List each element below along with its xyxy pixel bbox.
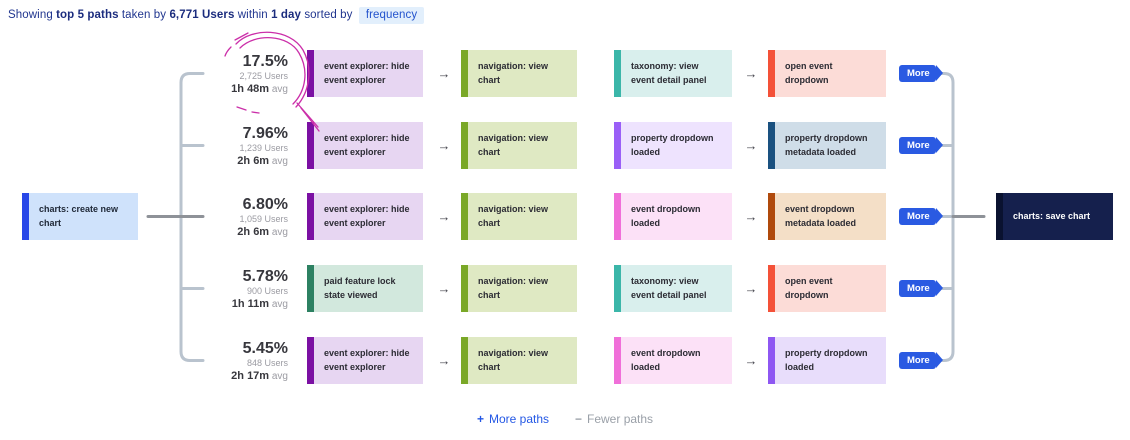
event-node[interactable]: open event dropdown: [768, 50, 886, 97]
path-row: 6.80% 1,059 Users 2h 6m avg event explor…: [0, 193, 1130, 240]
event-node[interactable]: open event dropdown: [768, 265, 886, 312]
path-users: 2,725 Users: [239, 71, 288, 82]
event-node[interactable]: event dropdown loaded: [614, 193, 732, 240]
path-avg-time: 2h 6m avg: [237, 225, 288, 238]
summary-user-count: 6,771 Users: [169, 9, 235, 21]
event-node[interactable]: event explorer: hide event explorer: [307, 193, 423, 240]
event-node[interactable]: event explorer: hide event explorer: [307, 337, 423, 384]
path-avg-time: 1h 11m avg: [231, 297, 288, 310]
more-button[interactable]: More: [899, 137, 943, 154]
end-node-label: charts: save chart: [1013, 210, 1091, 221]
path-row: 5.45% 848 Users 2h 17m avg event explore…: [0, 337, 1130, 384]
event-node[interactable]: event dropdown metadata loaded: [768, 193, 886, 240]
event-node[interactable]: event dropdown loaded: [614, 337, 732, 384]
arrow-icon: →: [744, 353, 758, 368]
event-node[interactable]: taxonomy: view event detail panel: [614, 265, 732, 312]
arrow-icon: →: [744, 281, 758, 296]
arrow-icon: →: [744, 138, 758, 153]
event-node[interactable]: property dropdown loaded: [614, 122, 732, 169]
path-stats: 7.96% 1,239 Users 2h 6m avg: [158, 125, 288, 168]
path-percent: 17.5%: [242, 53, 288, 70]
summary-bar: Showing top 5 paths taken by 6,771 Users…: [8, 7, 425, 24]
path-stats: 17.5% 2,725 Users 1h 48m avg: [158, 53, 288, 96]
start-node-label: charts: create new chart: [39, 204, 119, 228]
path-stats: 5.45% 848 Users 2h 17m avg: [158, 340, 288, 383]
plus-icon: +: [476, 412, 484, 426]
end-event-node[interactable]: charts: save chart: [996, 193, 1113, 240]
summary-text: Showing: [8, 9, 53, 21]
event-node[interactable]: navigation: view chart: [461, 265, 577, 312]
event-node[interactable]: navigation: view chart: [461, 122, 577, 169]
event-node[interactable]: property dropdown metadata loaded: [768, 122, 886, 169]
arrow-icon: →: [744, 66, 758, 81]
arrow-icon: →: [437, 138, 451, 153]
fewer-paths-button[interactable]: −Fewer paths: [575, 412, 654, 426]
arrow-icon: →: [437, 209, 451, 224]
path-percent: 5.45%: [242, 340, 288, 357]
path-row: 7.96% 1,239 Users 2h 6m avg event explor…: [0, 122, 1130, 169]
path-row: 17.5% 2,725 Users 1h 48m avg event explo…: [0, 50, 1130, 97]
path-stats: 6.80% 1,059 Users 2h 6m avg: [158, 196, 288, 239]
event-node[interactable]: navigation: view chart: [461, 50, 577, 97]
path-percent: 5.78%: [242, 268, 288, 285]
path-users: 848 Users: [246, 358, 288, 369]
event-node[interactable]: event explorer: hide event explorer: [307, 50, 423, 97]
path-users: 900 Users: [246, 286, 288, 297]
path-avg-time: 1h 48m avg: [231, 82, 288, 95]
arrow-icon: →: [437, 281, 451, 296]
more-button[interactable]: More: [899, 280, 943, 297]
path-avg-time: 2h 17m avg: [231, 369, 288, 382]
path-row: 5.78% 900 Users 1h 11m avg paid feature …: [0, 265, 1130, 312]
more-button[interactable]: More: [899, 352, 943, 369]
more-button[interactable]: More: [899, 65, 943, 82]
arrow-icon: →: [437, 353, 451, 368]
event-node[interactable]: taxonomy: view event detail panel: [614, 50, 732, 97]
event-node[interactable]: property dropdown loaded: [768, 337, 886, 384]
path-avg-time: 2h 6m avg: [237, 154, 288, 167]
event-node[interactable]: paid feature lock state viewed: [307, 265, 423, 312]
arrow-icon: →: [744, 209, 758, 224]
event-node[interactable]: event explorer: hide event explorer: [307, 122, 423, 169]
event-node[interactable]: navigation: view chart: [461, 193, 577, 240]
path-users: 1,239 Users: [239, 143, 288, 154]
start-event-node[interactable]: charts: create new chart: [22, 193, 138, 240]
event-node[interactable]: navigation: view chart: [461, 337, 577, 384]
path-stats: 5.78% 900 Users 1h 11m avg: [158, 268, 288, 311]
summary-duration: 1 day: [271, 9, 302, 21]
path-count-controls: +More paths −Fewer paths: [0, 412, 1130, 426]
sort-dropdown[interactable]: frequency: [358, 7, 425, 24]
more-button[interactable]: More: [899, 208, 943, 225]
path-users: 1,059 Users: [239, 214, 288, 225]
minus-icon: −: [575, 412, 583, 426]
path-percent: 6.80%: [242, 196, 288, 213]
path-percent: 7.96%: [242, 125, 288, 142]
arrow-icon: →: [437, 66, 451, 81]
more-paths-button[interactable]: +More paths: [476, 412, 549, 426]
summary-top-paths: top 5 paths: [56, 9, 119, 21]
